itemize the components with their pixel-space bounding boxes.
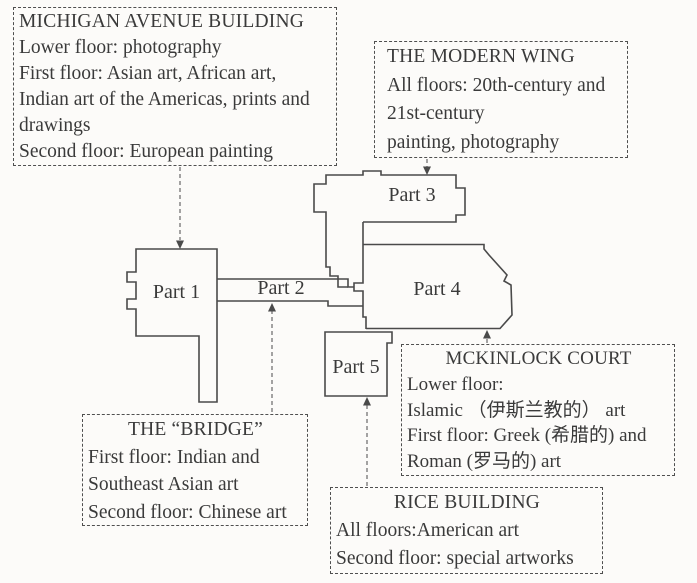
part4-label: Part 4 <box>413 278 461 300</box>
part1-outline <box>126 248 218 403</box>
michigan-line-3: Indian art of the Americas, prints and <box>19 89 310 110</box>
michigan-line-4: drawings <box>19 115 91 136</box>
modern-wing-line-1: All floors: 20th-century and <box>387 74 606 96</box>
michigan-avenue-building-box: MICHIGAN AVENUE BUILDING Lower floor: ph… <box>13 7 337 166</box>
arrow-michigan-to-part1-head <box>176 240 184 249</box>
bridge-line-1: First floor: Indian and <box>88 446 260 468</box>
modern-wing-line-2: 21st-century <box>387 103 485 124</box>
arrow-modernwing-to-part3-head <box>423 166 431 175</box>
building-outline <box>126 170 513 403</box>
arrow-bridge-to-part2-head <box>268 303 276 312</box>
michigan-avenue-building-title: MICHIGAN AVENUE BUILDING <box>19 11 305 32</box>
rice-line-2: Second floor: special artworks <box>336 548 574 569</box>
part5-label: Part 5 <box>332 356 380 378</box>
rice-building-title: RICE BUILDING <box>393 492 541 513</box>
part1-label: Part 1 <box>152 281 201 303</box>
arrow-mckinlock-to-part4-head <box>483 330 491 339</box>
part3-outline <box>313 170 466 288</box>
part4-outline <box>363 243 513 330</box>
part5-outline <box>324 331 393 397</box>
michigan-line-5: Second floor: European painting <box>19 141 273 162</box>
bridge-box: THE “BRIDGE” First floor: Indian and Sou… <box>82 414 308 526</box>
modern-wing-title: THE MODERN WING <box>387 46 575 67</box>
mckinlock-line-4: Roman (罗马的) art <box>407 451 562 473</box>
modern-wing-line-3: painting, photography <box>387 131 560 153</box>
mckinlock-line-1: Lower floor: <box>407 373 504 395</box>
rice-building-box: RICE BUILDING All floors:American art Se… <box>330 487 603 574</box>
mckinlock-court-box: MCKINLOCK COURT Lower floor: Islamic （伊斯… <box>401 344 675 476</box>
michigan-line-1: Lower floor: photography <box>19 37 222 58</box>
michigan-line-2: First floor: Asian art, African art, <box>19 63 277 84</box>
mckinlock-court-title: MCKINLOCK COURT <box>445 348 632 369</box>
part3-label: Part 3 <box>388 184 436 206</box>
annotation-arrows <box>176 159 491 486</box>
mckinlock-line-2: Islamic （伊斯兰教的） art <box>407 399 626 421</box>
modern-wing-box: THE MODERN WING All floors: 20th-century… <box>374 41 628 158</box>
arrow-rice-to-part5-head <box>363 397 371 406</box>
mckinlock-line-3: First floor: Greek (希腊的) and <box>407 425 647 447</box>
bridge-line-2: Southeast Asian art <box>88 474 239 495</box>
bridge-line-3: Second floor: Chinese art <box>88 501 287 523</box>
part2-corridor-bottom <box>217 300 363 307</box>
part2-label: Part 2 <box>257 277 305 299</box>
bridge-title: THE “BRIDGE” <box>127 419 264 440</box>
central-spine <box>353 222 367 329</box>
rice-line-1: All floors:American art <box>336 520 520 541</box>
part2-corridor-top <box>217 278 354 288</box>
